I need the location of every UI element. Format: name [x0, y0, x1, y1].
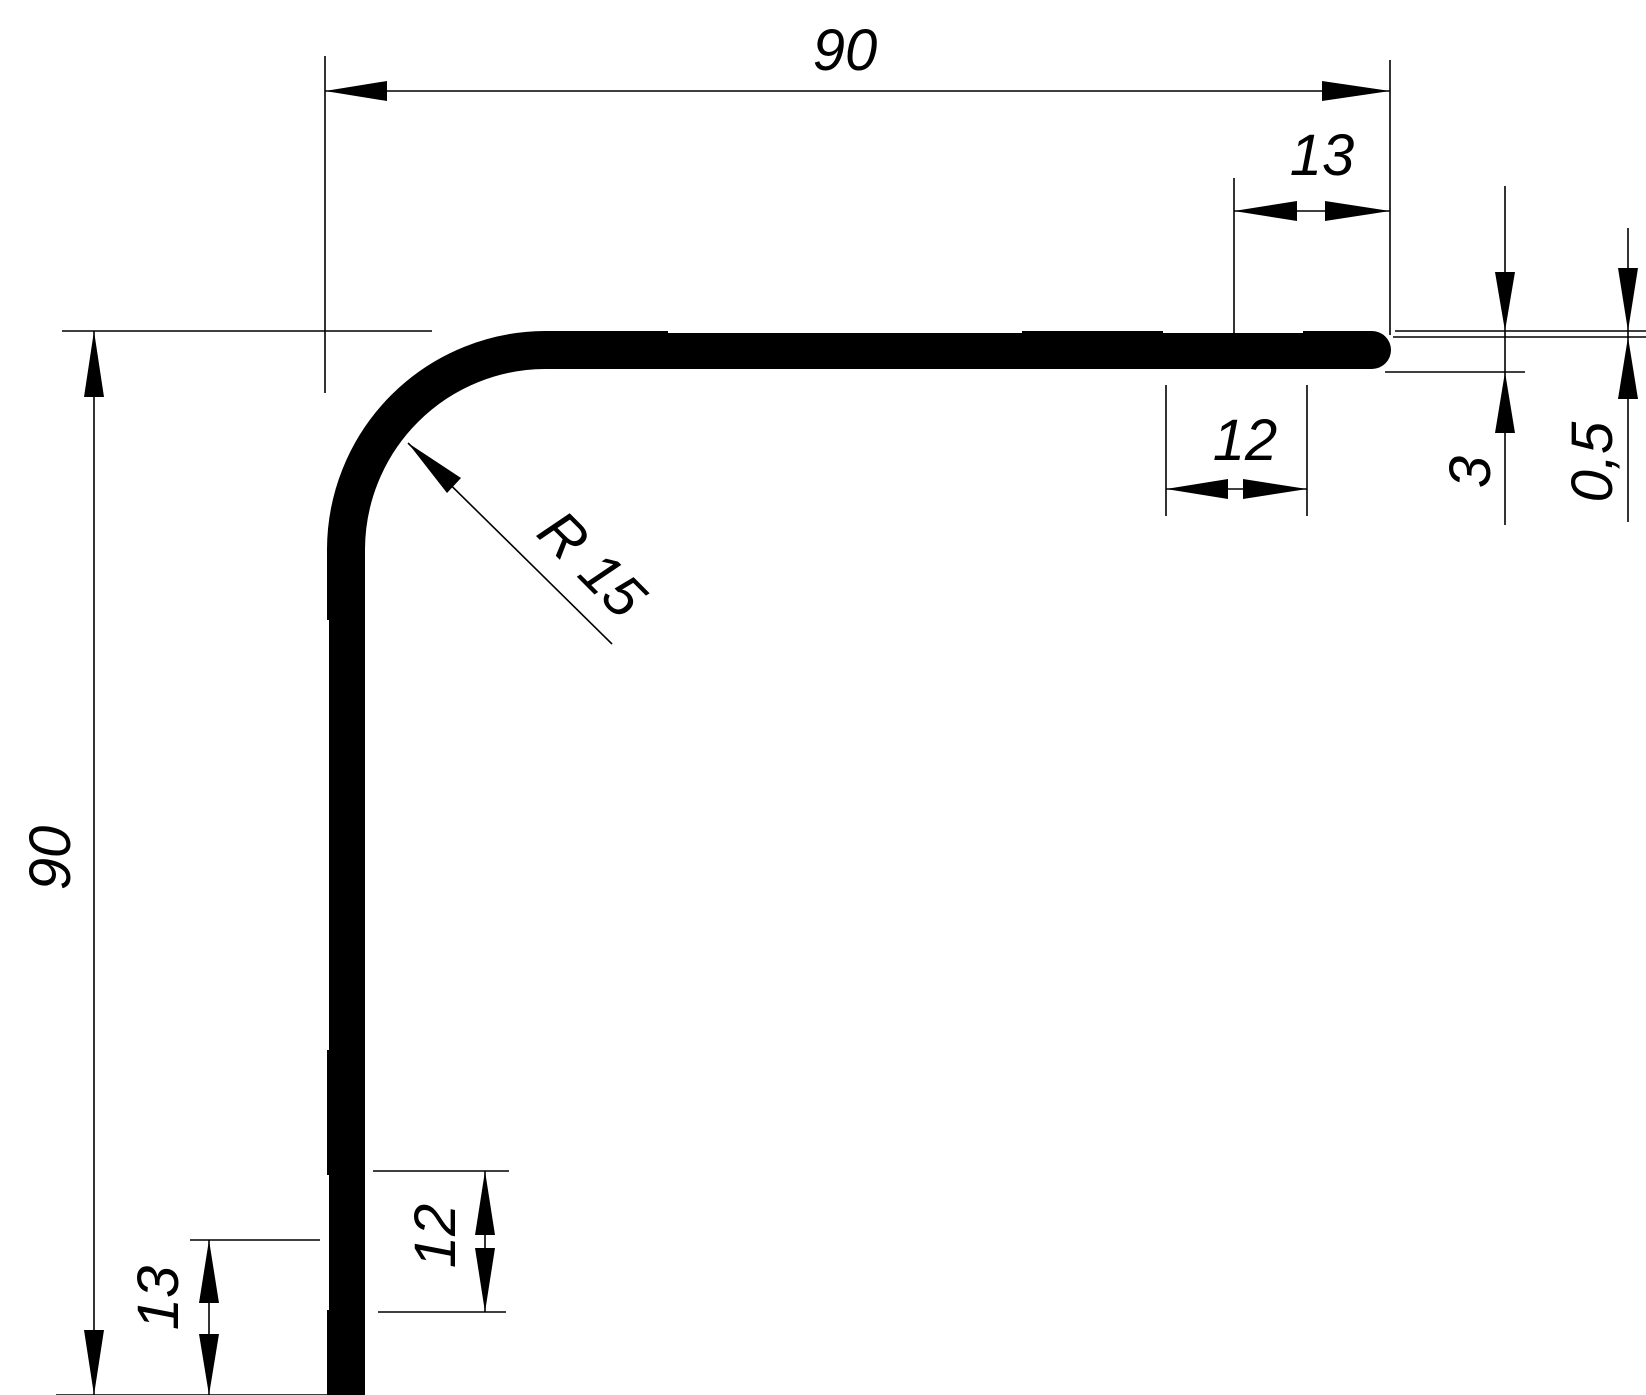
- dimension-thickness: 3: [1385, 186, 1646, 525]
- dimension-top-slot: 12: [1165, 385, 1308, 516]
- dimension-left-height: 90: [18, 330, 432, 1395]
- dimension-step: 0,5: [1560, 228, 1638, 522]
- step-label: 0,5: [1560, 421, 1625, 502]
- dimension-top-right-gap: 13: [1233, 123, 1390, 338]
- radius-label: R 15: [525, 498, 658, 631]
- angle-profile: [327, 331, 1391, 1395]
- dimension-top-width: 90: [324, 18, 1391, 393]
- bottom-gap-label: 13: [126, 1266, 191, 1331]
- top-right-gap-label: 13: [1290, 123, 1355, 188]
- top-width-label: 90: [813, 18, 878, 83]
- bottom-slot-label: 12: [403, 1204, 468, 1269]
- top-slot-label: 12: [1213, 408, 1278, 473]
- thickness-label: 3: [1438, 456, 1503, 488]
- dimension-bottom-slot: 12: [373, 1170, 509, 1313]
- dimension-bottom-gap: 13: [126, 1239, 320, 1395]
- left-height-label: 90: [18, 826, 83, 891]
- dimension-radius: R 15: [407, 442, 659, 645]
